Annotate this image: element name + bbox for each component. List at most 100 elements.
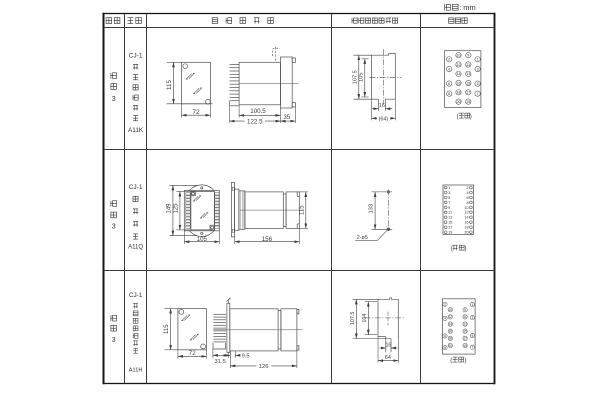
svg-text:19: 19 (466, 100, 470, 104)
svg-text:7: 7 (448, 201, 450, 205)
svg-text:3: 3 (477, 67, 479, 71)
svg-text:125: 125 (173, 203, 179, 214)
svg-text:3: 3 (448, 191, 450, 195)
svg-text:3: 3 (471, 316, 473, 320)
svg-text:156: 156 (262, 236, 273, 243)
svg-text:133: 133 (369, 204, 375, 214)
svg-text:115: 115 (166, 80, 173, 90)
svg-text:72: 72 (189, 350, 196, 357)
svg-text:7: 7 (471, 345, 473, 349)
svg-text:10: 10 (464, 206, 468, 210)
svg-text:6: 6 (466, 196, 468, 200)
svg-text:1: 1 (448, 186, 450, 190)
svg-text:16: 16 (464, 221, 468, 225)
svg-text:CJ-1: CJ-1 (129, 292, 143, 299)
svg-text:6: 6 (448, 82, 450, 86)
svg-text:12: 12 (456, 63, 460, 67)
svg-text:12: 12 (448, 315, 452, 319)
svg-text:): ) (465, 358, 467, 364)
svg-text:149: 149 (166, 203, 172, 214)
svg-text:(: ( (450, 358, 452, 364)
svg-text:16: 16 (386, 343, 392, 349)
svg-text:(: ( (457, 114, 459, 120)
svg-text:13: 13 (463, 322, 467, 326)
svg-text:9.5: 9.5 (242, 353, 250, 359)
svg-text:3: 3 (112, 96, 116, 103)
svg-text:122.5: 122.5 (247, 118, 263, 125)
svg-text:): ) (465, 246, 467, 252)
svg-text:16: 16 (456, 81, 460, 85)
svg-text:11: 11 (448, 211, 452, 215)
svg-text:4: 4 (444, 317, 446, 321)
svg-text:7: 7 (477, 92, 479, 96)
svg-text:mm: mm (463, 3, 476, 12)
svg-text:18: 18 (464, 226, 468, 230)
svg-text:16: 16 (448, 330, 452, 334)
svg-text:115: 115 (164, 324, 170, 334)
svg-text:107.5: 107.5 (352, 70, 358, 84)
svg-text:126: 126 (259, 364, 269, 370)
svg-text:9: 9 (464, 308, 466, 312)
svg-text:18: 18 (456, 91, 460, 95)
svg-text:12: 12 (464, 211, 468, 215)
svg-text:107.5: 107.5 (350, 312, 356, 326)
svg-text:19: 19 (463, 344, 467, 348)
svg-text:100.5: 100.5 (250, 108, 266, 115)
svg-text:9: 9 (448, 206, 450, 210)
svg-text:8: 8 (466, 201, 468, 205)
svg-text:4: 4 (448, 67, 450, 71)
svg-text:105: 105 (197, 236, 208, 243)
svg-text:8: 8 (448, 92, 450, 96)
svg-text:1: 1 (477, 58, 479, 62)
svg-text:): ) (470, 114, 472, 120)
svg-text:(: ( (451, 246, 453, 252)
svg-text:9: 9 (467, 54, 469, 58)
svg-text:17: 17 (448, 226, 452, 230)
svg-text:2-ø5: 2-ø5 (357, 235, 368, 241)
svg-text:CJ-1: CJ-1 (129, 184, 143, 191)
svg-text:105: 105 (358, 73, 364, 82)
svg-text:20: 20 (448, 344, 452, 348)
svg-text:72: 72 (193, 109, 200, 116)
svg-text:31.5: 31.5 (214, 359, 225, 365)
svg-text:14: 14 (456, 72, 460, 76)
svg-text:14: 14 (464, 216, 468, 220)
svg-text:15: 15 (466, 81, 470, 85)
svg-text:13: 13 (448, 216, 452, 220)
svg-text:115: 115 (299, 205, 305, 215)
svg-text:10: 10 (448, 308, 452, 312)
svg-text:2: 2 (444, 303, 446, 307)
svg-text:20: 20 (456, 100, 460, 104)
svg-text:5: 5 (471, 334, 473, 338)
svg-text:64: 64 (385, 355, 391, 361)
svg-text:11: 11 (463, 315, 467, 319)
svg-text:3: 3 (112, 224, 116, 231)
svg-text:2: 2 (466, 186, 468, 190)
svg-text:A11Q: A11Q (128, 245, 143, 251)
svg-text:15: 15 (448, 221, 452, 225)
svg-text:4: 4 (466, 191, 468, 195)
svg-text:18: 18 (448, 337, 452, 341)
svg-text:A11K: A11K (128, 127, 144, 134)
svg-text:13: 13 (466, 72, 470, 76)
svg-text:5: 5 (448, 196, 450, 200)
svg-text:10: 10 (456, 54, 460, 58)
svg-text:11: 11 (466, 63, 470, 67)
svg-text:3: 3 (112, 337, 116, 344)
svg-text:19: 19 (448, 231, 452, 235)
svg-text:CJ-1: CJ-1 (129, 53, 143, 60)
svg-text:5: 5 (477, 82, 479, 86)
svg-text:1: 1 (471, 303, 473, 307)
svg-text:6: 6 (444, 334, 446, 338)
svg-text:A11H: A11H (129, 368, 143, 374)
svg-text:17: 17 (466, 91, 470, 95)
svg-text:35: 35 (283, 114, 290, 121)
svg-text:16: 16 (379, 103, 385, 109)
svg-text:14: 14 (448, 322, 452, 326)
svg-text:15: 15 (463, 330, 467, 334)
svg-text:2: 2 (448, 58, 450, 62)
svg-text:8: 8 (444, 346, 446, 350)
svg-text::: : (459, 3, 461, 12)
svg-text:17: 17 (463, 337, 467, 341)
svg-text:(64): (64) (379, 116, 389, 122)
